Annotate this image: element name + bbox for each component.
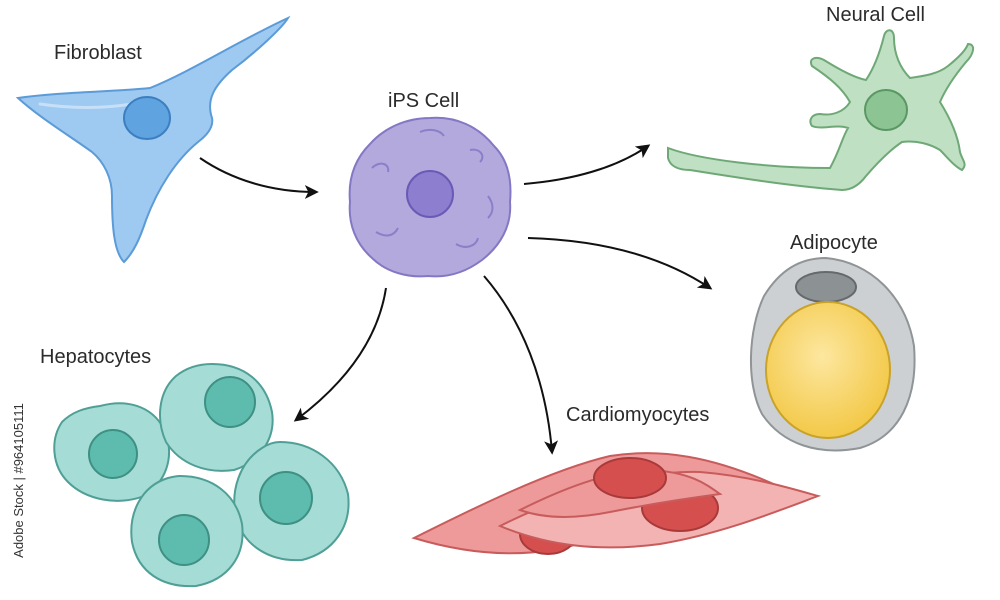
arrow-ips-to-adipocyte [527, 237, 713, 290]
hepatocytes-cluster [53, 362, 350, 588]
neural-cell-nucleus [864, 89, 908, 131]
arrow-ips-to-hepatocytes [293, 287, 387, 422]
fibroblast-cell [15, 15, 291, 264]
neural-cell-label: Neural Cell [826, 4, 925, 26]
ips-cell [348, 116, 512, 278]
neural-cell [667, 29, 974, 192]
ips-cell-label: iPS Cell [388, 90, 460, 112]
adipocyte-lipid-droplet [765, 301, 891, 439]
neural-cell-body [667, 29, 974, 192]
arrow-fibroblast-to-ips [199, 157, 319, 199]
arrow-ips-to-neural [523, 144, 651, 185]
fibroblast-body [15, 15, 291, 264]
adipocyte-label: Adipocyte [790, 232, 878, 254]
fibroblast-nucleus [123, 96, 171, 140]
arrow-ips-to-cardiomyocytes [483, 275, 559, 455]
stock-watermark-text: Adobe Stock | #964105111 [10, 402, 26, 558]
adipocyte-nucleus [795, 271, 857, 303]
differentiation-arrows [199, 144, 713, 455]
hepatocytes-label: Hepatocytes [40, 346, 152, 368]
cardiomyocytes-cluster [411, 452, 822, 555]
ips-cell-nucleus [406, 170, 454, 218]
fibroblast-label: Fibroblast [54, 42, 142, 64]
stock-watermark: Adobe Stock | #964105111 [6, 369, 30, 591]
adipocyte-cell [750, 256, 916, 452]
cardiomyocytes-label: Cardiomyocytes [566, 404, 710, 426]
